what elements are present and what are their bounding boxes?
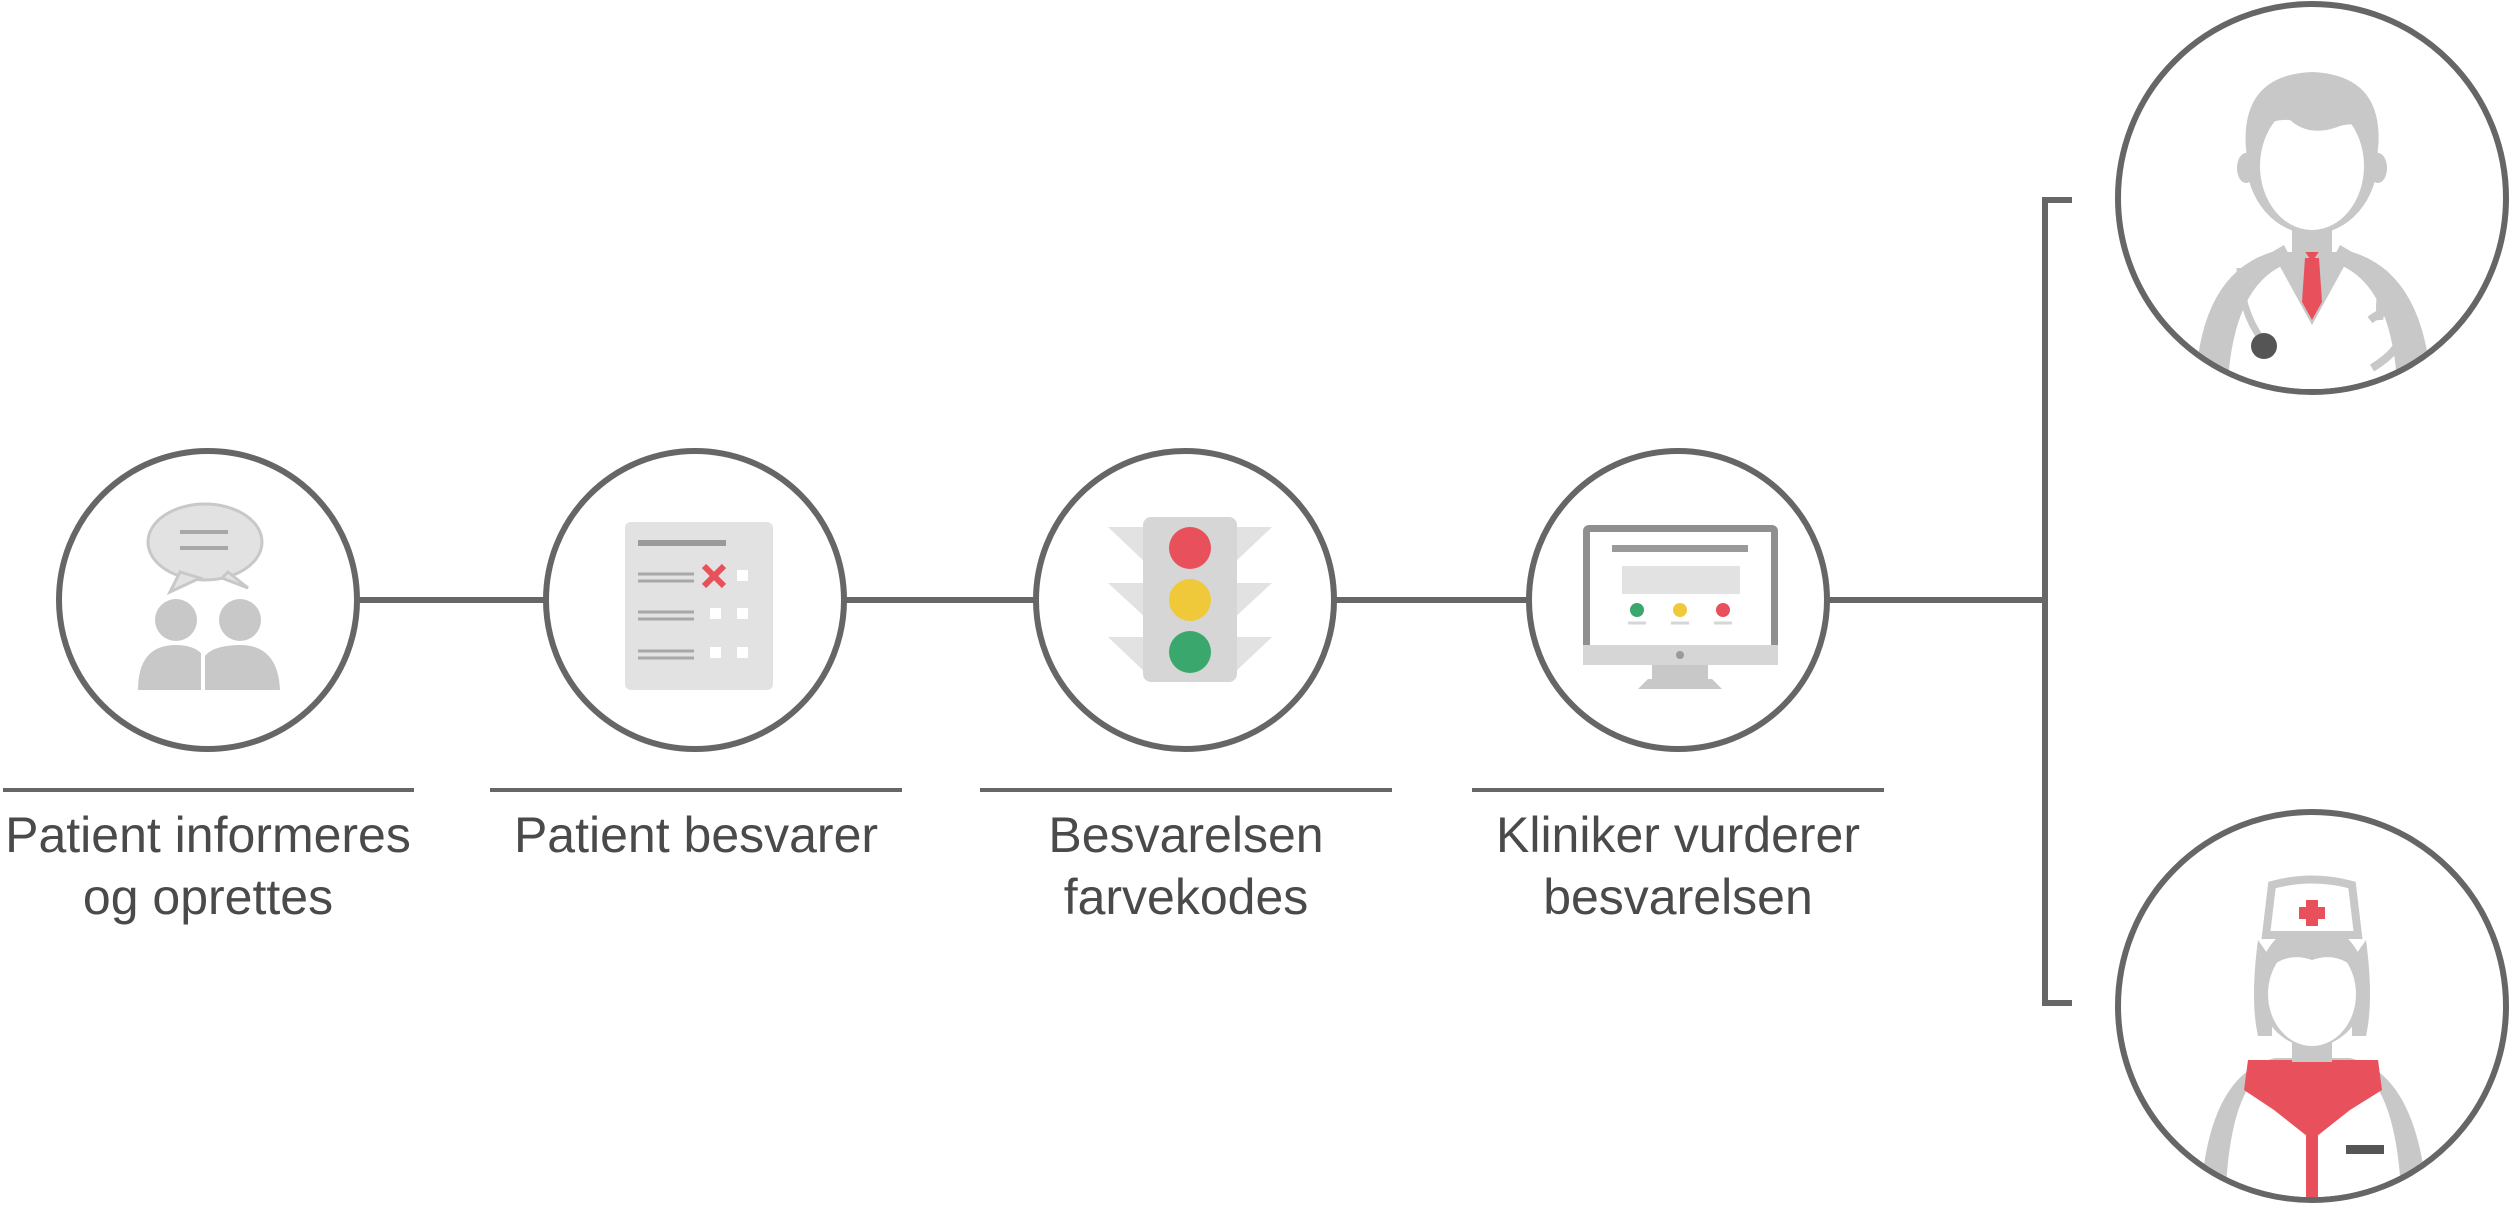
step-label-4: Kliniker vurderer besvarelsen xyxy=(1470,804,1886,928)
step-label-3-line2: farvekodes xyxy=(1063,869,1309,925)
step-circle-1 xyxy=(56,448,360,752)
bracket xyxy=(2042,197,2072,1006)
step-label-2: Patient besvarer xyxy=(488,804,904,866)
questionnaire-icon xyxy=(625,522,773,690)
step-label-1: Patient informeres og oprettes xyxy=(0,804,416,928)
step-label-1-line1: Patient informeres xyxy=(5,807,411,863)
step-label-4-line1: Kliniker vurderer xyxy=(1495,807,1860,863)
step-label-1-line2: og oprettes xyxy=(82,869,334,925)
step-label-4-line2: besvarelsen xyxy=(1543,869,1813,925)
step-label-3: Besvarelsen farvekodes xyxy=(978,804,1394,928)
step-label-2-line1: Patient besvarer xyxy=(513,807,879,863)
step-label-3-line1: Besvarelsen xyxy=(1048,807,1324,863)
people-chat-icon xyxy=(138,502,280,690)
doctor-icon xyxy=(2195,72,2432,389)
connectors xyxy=(358,197,2072,1006)
nurse-icon xyxy=(2200,875,2428,1197)
traffic-light-icon xyxy=(1108,517,1272,682)
monitor-icon xyxy=(1583,525,1778,689)
